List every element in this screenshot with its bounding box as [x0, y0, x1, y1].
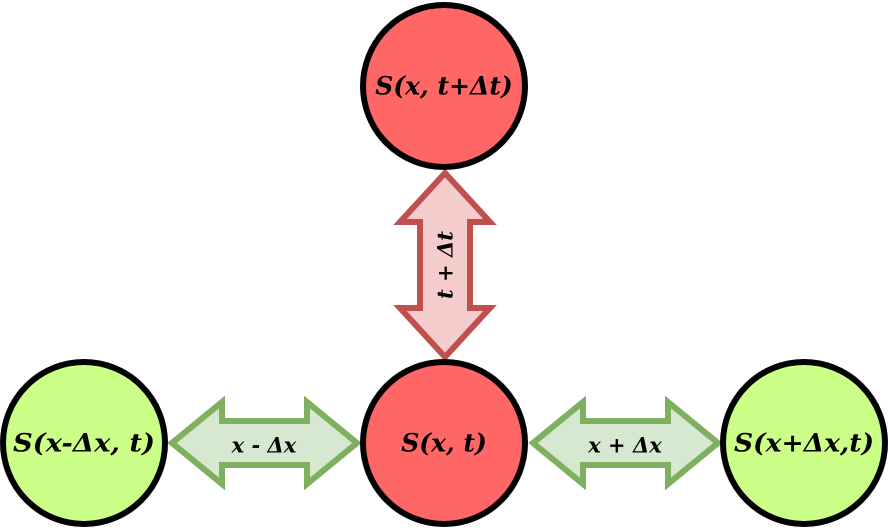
node-right-state-label: S(x+Δx,t): [734, 429, 874, 458]
arrow-time-step: t + Δt: [393, 168, 497, 362]
node-left-state-label: S(x-Δx, t): [13, 429, 155, 458]
arrow-left-step-shape: [167, 395, 362, 491]
arrow-left-step-label: x - Δx: [231, 433, 297, 458]
node-current-state-label: S(x, t): [401, 429, 487, 458]
node-right-state: S(x+Δx,t): [720, 359, 888, 527]
arrow-right-step: x + Δx: [528, 395, 723, 491]
node-future-state-circle: [360, 2, 528, 170]
arrow-time-step-label: t + Δt: [433, 231, 458, 299]
arrow-right-step-label: x + Δx: [587, 433, 662, 458]
arrow-time-step-shape: [393, 168, 497, 362]
arrow-left-step: x - Δx: [167, 395, 362, 491]
arrow-right-step-shape: [528, 395, 723, 491]
node-future-state: S(x, t+Δt): [360, 2, 528, 170]
node-right-state-circle: [720, 359, 888, 527]
node-current-state-circle: [360, 359, 528, 527]
node-future-state-label: S(x, t+Δt): [375, 72, 512, 101]
node-current-state: S(x, t): [360, 359, 528, 527]
node-left-state-circle: [0, 359, 168, 527]
node-left-state: S(x-Δx, t): [0, 359, 168, 527]
